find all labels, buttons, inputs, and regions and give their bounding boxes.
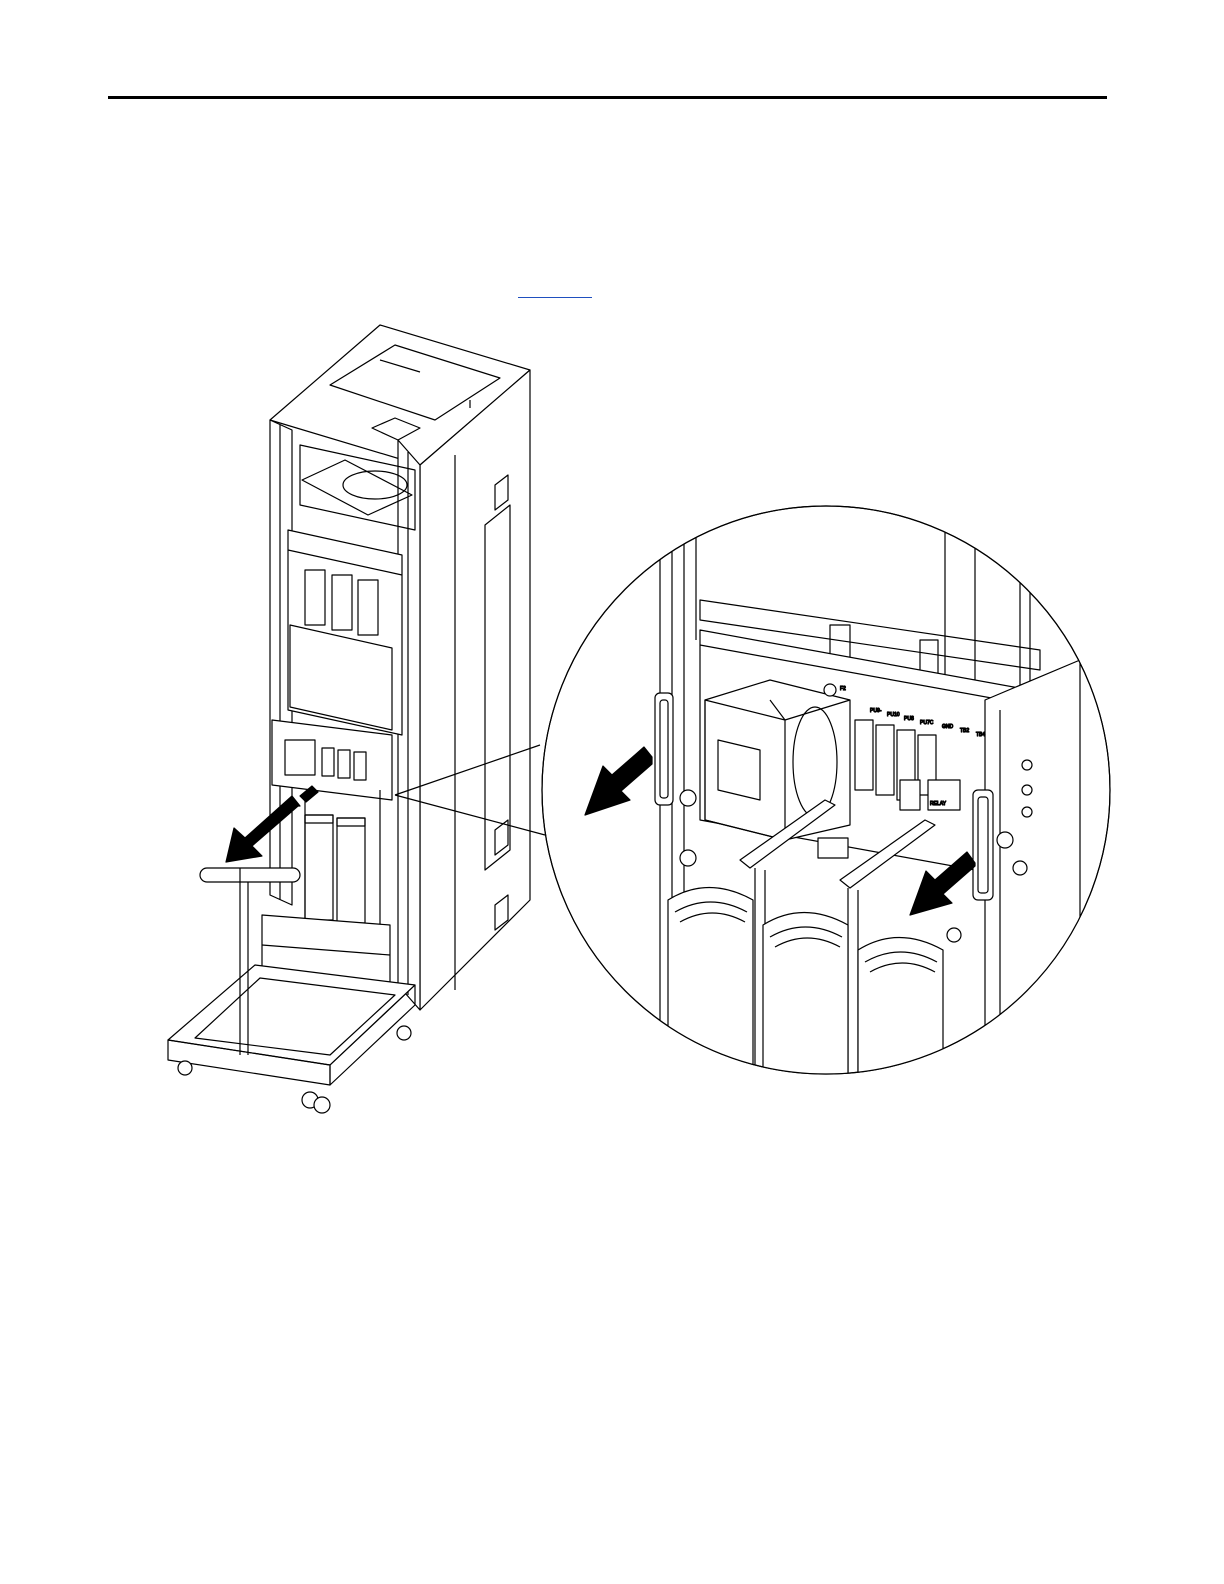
label-f2: F2 [840, 686, 846, 692]
label-pu10: PU10 [887, 712, 900, 718]
label-pu7c: PU7C [920, 720, 934, 726]
label-tb2: TB2 [960, 728, 969, 734]
label-tb4: TB4 [976, 732, 985, 738]
control-transformer [705, 680, 850, 840]
label-relay: RELAY [930, 801, 947, 807]
cabinet [262, 325, 530, 1010]
label-pu9: PU9- [870, 708, 882, 714]
right-handle [973, 790, 993, 900]
label-gnd: GND [942, 724, 954, 730]
label-pu8: PU8 [904, 716, 914, 722]
